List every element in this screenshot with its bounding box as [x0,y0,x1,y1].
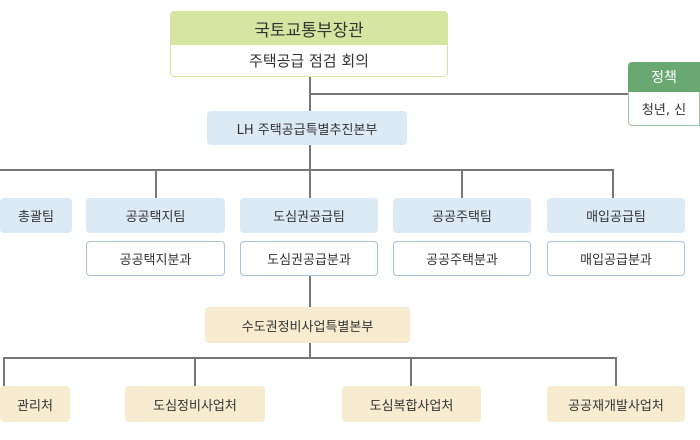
connector [309,343,311,359]
office-urban-complex: 도심복합사업처 [342,386,481,422]
lh-headquarters: LH 주택공급특별추진본부 [207,111,407,145]
division-public-housing: 공공주택분과 [393,241,531,276]
connector [461,169,463,198]
office-urban-renewal: 도심정비사업처 [125,386,265,422]
connector [194,357,196,386]
office-management: 관리처 [0,386,70,422]
connector [615,357,617,386]
division-urban-supply: 도심권공급분과 [240,241,378,276]
office-public-redevelopment: 공공재개발사업처 [547,386,685,422]
team-public-land: 공공택지팀 [86,198,225,233]
connector [309,93,628,95]
connector [0,169,614,171]
connector [155,169,157,198]
policy-title: 정책 [628,62,700,92]
team-public-housing: 공공주택팀 [393,198,531,233]
division-public-land: 공공택지분과 [86,241,225,276]
policy-subtitle: 청년, 신 [628,92,700,126]
connector [309,276,311,307]
capital-area-headquarters: 수도권정비사업특별본부 [205,307,410,343]
meeting-label: 주택공급 점검 회의 [170,45,448,77]
connector [612,169,614,198]
team-purchase-supply: 매입공급팀 [547,198,685,233]
minister-title: 국토교통부장관 [170,11,448,45]
division-purchase-supply: 매입공급분과 [547,241,685,276]
team-general: 총괄팀 [0,198,72,233]
connector [309,145,311,198]
connector [3,357,5,386]
connector [410,357,412,386]
team-urban-supply: 도심권공급팀 [240,198,378,233]
connector [3,357,617,359]
